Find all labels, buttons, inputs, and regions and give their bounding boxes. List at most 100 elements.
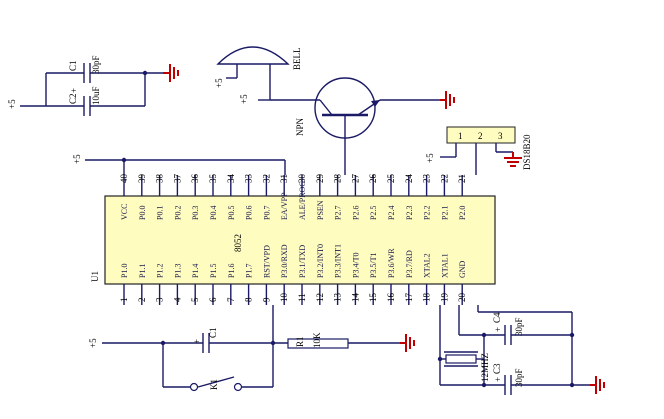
mcu-pin-number: 14 <box>350 293 360 303</box>
mcu-pin-label: P1.3 <box>173 264 182 278</box>
r1-value: 10K <box>312 332 322 348</box>
ds18b20-sensor <box>440 126 516 175</box>
mcu-pin-label: P3.1/TXD <box>298 245 307 278</box>
crystal-circuit <box>437 305 590 395</box>
ground-icon-5 <box>590 376 605 394</box>
mcu-pin-number: 27 <box>350 174 360 184</box>
mcu-pin-label: P2.1 <box>440 206 449 220</box>
mcu-pin-number: 8 <box>244 297 254 302</box>
mcu-pin-label: P3.0/RXD <box>280 244 289 278</box>
mcu-pin-number: 33 <box>244 174 254 184</box>
mcu-pin-label: P0.5 <box>227 206 236 220</box>
mcu-pin-label: EA/VPP <box>280 192 289 220</box>
crystal-label: 12MHZ <box>480 353 490 382</box>
vcc-label-sensor: +5 <box>425 153 435 163</box>
npn-label: NPN <box>295 117 305 136</box>
mcu-pin-number: 34 <box>226 174 236 184</box>
c2-value: 10uF <box>91 86 101 105</box>
mcu-pin-number: 2 <box>137 298 147 303</box>
mcu-pin-number: 17 <box>404 293 414 303</box>
mcu-pin-label: P1.2 <box>156 264 165 278</box>
mcu-pin-label: P2.2 <box>423 206 432 220</box>
mcu-pin-label: P1.1 <box>138 264 147 278</box>
mcu-pin-number: 32 <box>261 174 271 183</box>
c1-label: C1 <box>68 60 78 71</box>
mcu-pin-label: P3.6/WR <box>387 248 396 278</box>
mcu-pin-number: 22 <box>439 174 449 183</box>
mcu-pin-number: 24 <box>404 174 414 184</box>
mcu-pin-label: P1.6 <box>227 264 236 278</box>
ground-icon-1 <box>163 64 179 82</box>
ground-icon-2 <box>440 91 455 109</box>
mcu-pin-label: P2.3 <box>405 206 414 220</box>
c3-value: 30pF <box>514 368 524 387</box>
mcu-pin-number: 40 <box>119 174 129 184</box>
mcu-pin-label: P3.5/T1 <box>369 252 378 278</box>
mcu-pin-label: ALE/PROG <box>298 181 307 220</box>
mcu-pin-label: GND <box>458 260 467 278</box>
mcu-pin-number: 38 <box>155 174 165 184</box>
mcu-pin-number: 15 <box>368 293 378 303</box>
mcu-pin-number: 25 <box>386 174 396 184</box>
c2-plus: + <box>69 88 79 93</box>
mcu-pin-label: P0.0 <box>138 206 147 220</box>
top-left-cap-network <box>20 63 163 116</box>
mcu-pin-label: XTAL2 <box>423 253 432 278</box>
k1-label: K1 <box>209 379 219 390</box>
mcu-pin-label: P3.7/RD <box>405 250 414 278</box>
mcu-pin-number: 5 <box>190 297 200 302</box>
mcu-pin-number: 19 <box>439 293 449 303</box>
mcu-pin-label: P2.7 <box>334 206 343 220</box>
mcu-pin-label: PSEN <box>316 200 325 220</box>
bell-icon <box>216 46 290 100</box>
mcu-pin-number: 4 <box>172 297 182 302</box>
c2-label: C2 <box>68 93 78 104</box>
mcu-pin-number: 37 <box>172 174 182 184</box>
c3-label: C3 <box>492 363 502 374</box>
vcc-label-reset: +5 <box>88 338 98 348</box>
ground-icon-3 <box>504 152 522 167</box>
mcu-pin-label: P0.7 <box>262 206 271 220</box>
mcu-pin-number: 11 <box>297 293 307 302</box>
mcu-pin-number: 31 <box>279 174 289 183</box>
reset-cap-label: C1 <box>208 327 218 338</box>
mcu-pin-number: 21 <box>457 174 467 183</box>
mcu-pin-label: P0.1 <box>156 206 165 220</box>
mcu-pin-label: P0.4 <box>209 206 218 220</box>
mcu-pin-label: P3.4/T0 <box>351 252 360 278</box>
mcu-name: 8052 <box>233 234 243 252</box>
mcu-8052 <box>104 195 496 285</box>
mcu-pins: 40VCC39P0.038P0.137P0.236P0.335P0.434P0.… <box>119 174 467 305</box>
mcu-pin-number: 6 <box>208 297 218 302</box>
mcu-pin-number: 29 <box>315 174 325 184</box>
c1-value: 30pF <box>91 55 101 74</box>
mcu-pin-label: P1.7 <box>245 264 254 278</box>
c4-plus: + <box>493 327 503 332</box>
mcu-pin-label: P1.4 <box>191 264 200 278</box>
sensor-pin-3: 3 <box>498 131 503 141</box>
mcu-pin-number: 28 <box>333 174 343 184</box>
bell-label: BELL <box>292 48 302 71</box>
mcu-pin-label: XTAL1 <box>440 253 449 278</box>
mcu-pin-label: P2.4 <box>387 206 396 220</box>
reset-cap-plus: + <box>192 339 202 344</box>
c3-plus: + <box>493 377 503 382</box>
mcu-pin-label: P1.5 <box>209 264 218 278</box>
mcu-pin-number: 1 <box>119 298 129 303</box>
ground-icon-4 <box>400 334 415 352</box>
mcu-pin-number: 30 <box>297 174 307 184</box>
mcu-pin-label: VCC <box>120 204 129 220</box>
mcu-pin-label: P3.3/INT1 <box>334 244 343 278</box>
mcu-pin-number: 13 <box>333 293 343 303</box>
mcu-pin-number: 26 <box>368 174 378 184</box>
mcu-pin-number: 16 <box>386 293 396 303</box>
vcc-label-mcu: +5 <box>72 154 82 164</box>
npn-transistor-icon <box>258 77 440 175</box>
mcu-pin-label: RST/VPD <box>262 245 271 278</box>
mcu-pin-number: 20 <box>457 293 467 303</box>
sensor-label: DS18B20 <box>522 134 532 170</box>
mcu-pin-number: 35 <box>208 174 218 184</box>
mcu-pin-label: P2.0 <box>458 206 467 220</box>
mcu-pin-number: 23 <box>422 174 432 184</box>
